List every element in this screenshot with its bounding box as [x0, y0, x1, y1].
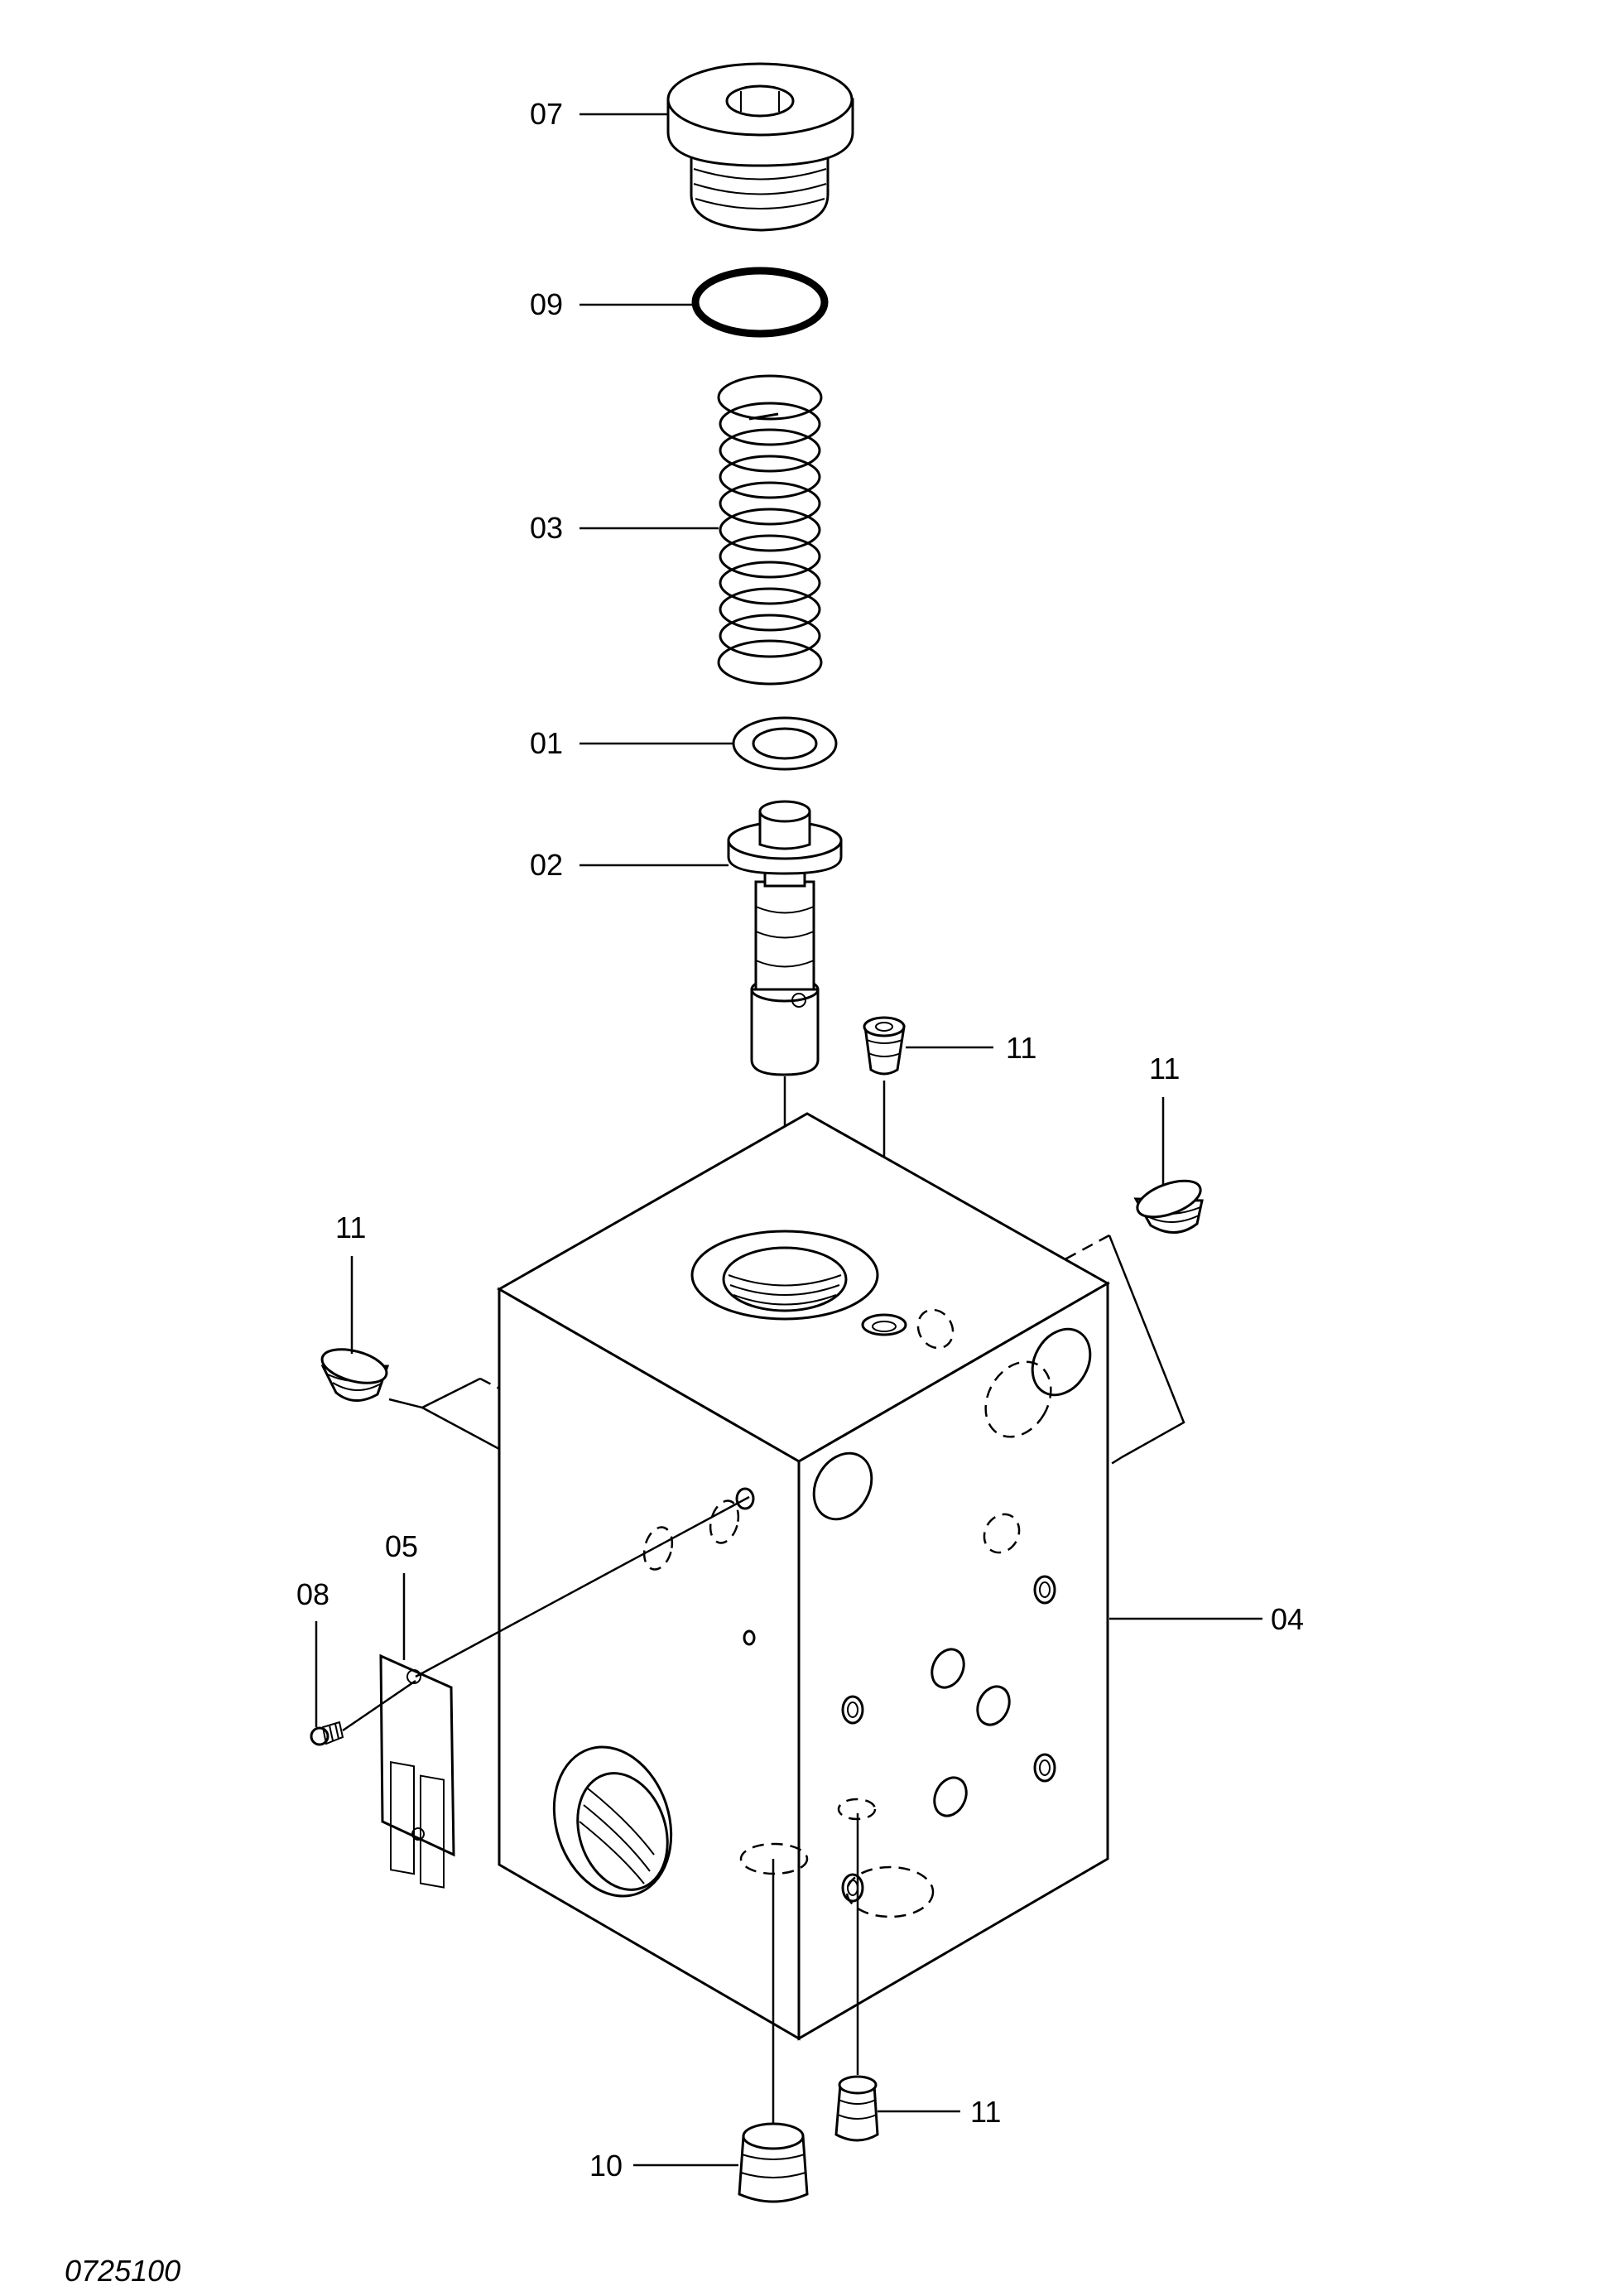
- callout-05: 05: [385, 1529, 418, 1563]
- part-03-spring: [717, 374, 823, 686]
- callout-08: 08: [296, 1577, 329, 1611]
- callout-11-right: 11: [1149, 1052, 1180, 1085]
- bracket-right: [1108, 1235, 1185, 1459]
- callout-11-left: 11: [335, 1211, 366, 1244]
- callout-09: 09: [530, 287, 563, 321]
- bracket-left: [388, 1377, 481, 1409]
- part-11-plug-bottom-right: [834, 2075, 879, 2142]
- part-11-plug-left: [320, 1348, 390, 1402]
- part-01-washer: [732, 716, 838, 771]
- part-08-screw: [310, 1721, 344, 1746]
- part-11-plug-top: [863, 1016, 906, 1076]
- screw-insertion-line: [342, 1679, 416, 1732]
- part-09-o-ring: [691, 267, 829, 338]
- figure-id: 0725100: [65, 2254, 180, 2288]
- part-07-plug: [666, 62, 854, 232]
- part-05-cover-plate: [379, 1653, 455, 1889]
- callout-02: 02: [530, 848, 563, 882]
- callout-07: 07: [530, 97, 563, 131]
- callout-10: 10: [589, 2149, 623, 2183]
- plate-insertion-line: [415, 1495, 750, 1678]
- callout-03: 03: [530, 511, 563, 545]
- part-11-plug-right: [1133, 1179, 1204, 1234]
- part-04-valve-block: [496, 1112, 1111, 2041]
- callout-04: 04: [1271, 1602, 1304, 1636]
- part-02-spool: [727, 800, 843, 1076]
- part-10-plug: [738, 2122, 809, 2203]
- callout-11-bottom-right: 11: [970, 2095, 1001, 2129]
- callout-11-top: 11: [1006, 1031, 1036, 1065]
- callout-01: 01: [530, 726, 563, 760]
